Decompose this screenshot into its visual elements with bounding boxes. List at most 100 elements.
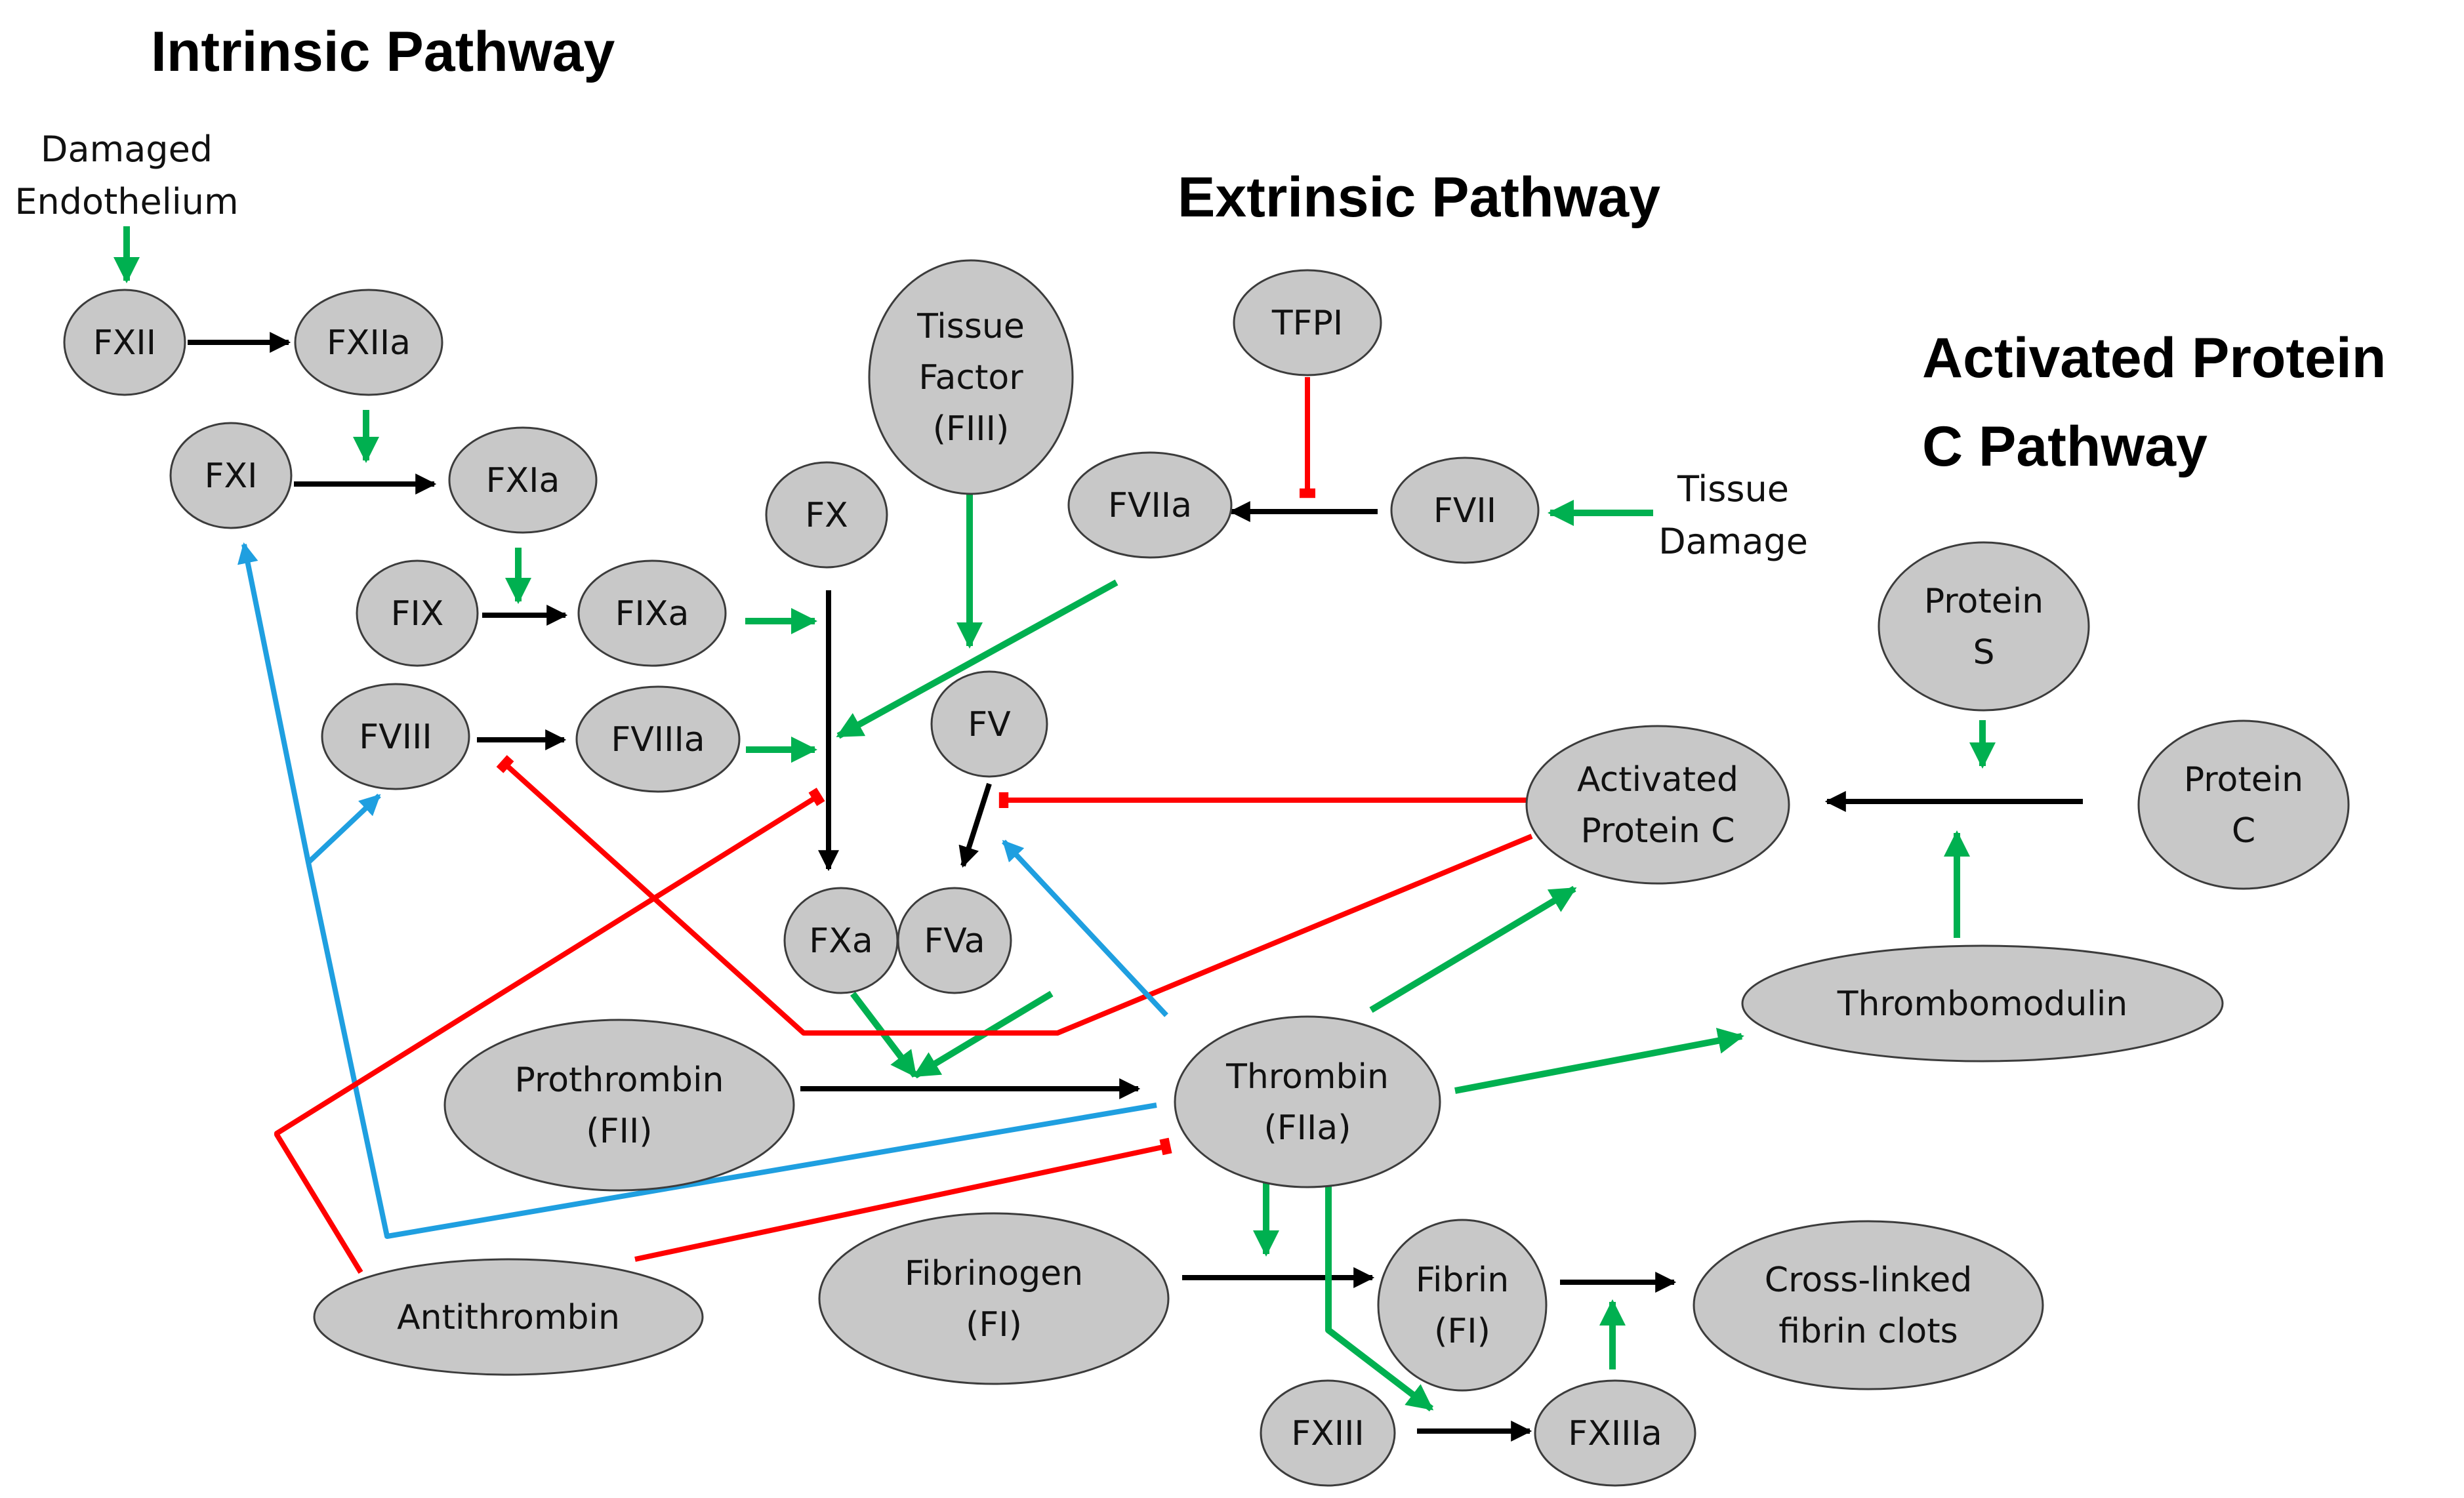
- node-shape: [1377, 1219, 1548, 1392]
- node-prothrombin: Prothrombin (FII): [443, 1019, 795, 1192]
- node-label: Antithrombin: [397, 1298, 620, 1337]
- node-fviiia: FVIIIa: [575, 685, 741, 793]
- damaged-endothelium-line1: Damaged: [41, 129, 213, 170]
- node-label: FXa: [809, 921, 873, 961]
- inhibition-edge: [634, 1137, 1172, 1262]
- damaged-endothelium-label: Damaged Endothelium: [14, 129, 238, 222]
- node-fibrin: Fibrin(FI): [1377, 1219, 1548, 1392]
- node-label: Prothrombin: [515, 1061, 724, 1100]
- node-label: fibrin clots: [1778, 1312, 1958, 1351]
- node-fv: FV: [930, 670, 1048, 778]
- node-fxiii: FXIII: [1260, 1379, 1396, 1487]
- thrombin-feedback-edge: [237, 542, 1157, 1239]
- node-label: FXI: [205, 456, 258, 496]
- node-shape: [1260, 1379, 1396, 1487]
- node-label: Thrombomodulin: [1837, 984, 2128, 1024]
- node-shape: [356, 559, 479, 667]
- node-label: FVIIa: [1108, 486, 1192, 525]
- node-shape: [1067, 451, 1233, 559]
- node-shape: [169, 422, 293, 529]
- node-shape: [575, 685, 741, 793]
- node-fixa: FIXa: [577, 559, 727, 667]
- node-label: C: [2232, 811, 2255, 851]
- node-label: FVIIIa: [611, 720, 705, 759]
- node-label: (FIII): [933, 409, 1010, 449]
- node-label: Tissue: [916, 307, 1025, 346]
- apc-pathway-heading-line1: Activated Protein: [1922, 327, 2386, 390]
- node-fxiiia: FXIIIa: [1534, 1379, 1696, 1487]
- node-label: Protein: [2184, 760, 2303, 800]
- node-shape: [897, 887, 1012, 994]
- node-antithrombin: Antithrombin: [313, 1258, 704, 1376]
- node-thrombomodulin: Thrombomodulin: [1741, 944, 2224, 1063]
- node-shape: [63, 289, 186, 396]
- node-label: FV: [968, 705, 1011, 744]
- node-fxia: FXIa: [448, 426, 598, 534]
- node-shape: [1741, 944, 2224, 1063]
- node-label: FIXa: [615, 594, 689, 634]
- node-shape: [294, 289, 443, 396]
- node-shape: [1233, 269, 1382, 376]
- node-shape: [1693, 1220, 2044, 1390]
- node-label: Protein: [1924, 582, 2043, 621]
- node-shape: [1878, 541, 2090, 712]
- node-shape: [321, 683, 470, 790]
- node-fx: FX: [765, 461, 888, 569]
- activation-edge: [836, 579, 1119, 739]
- node-fviii: FVIII: [321, 683, 470, 790]
- node-tfpi: TFPI: [1233, 269, 1382, 376]
- inhibition-edge: [496, 755, 1533, 1036]
- apc-pathway-heading-line2: C Pathway: [1922, 415, 2207, 478]
- thrombin-feedback-edge: [1002, 840, 1168, 1017]
- node-label: Protein C: [1580, 811, 1735, 851]
- node-shape: [930, 670, 1048, 778]
- node-fva: FVa: [897, 887, 1012, 994]
- node-fxii: FXII: [63, 289, 186, 396]
- node-label: FVII: [1433, 491, 1496, 531]
- node-label: FXII: [93, 323, 156, 363]
- node-thrombin: Thrombin(FIIa): [1174, 1015, 1441, 1188]
- node-fvii: FVII: [1390, 456, 1540, 564]
- node-label: TFPI: [1271, 304, 1343, 343]
- node-label: Fibrin: [1416, 1261, 1509, 1300]
- node-fxi: FXI: [169, 422, 293, 529]
- node-label: Activated: [1577, 760, 1738, 800]
- tissue-damage-line2: Damage: [1658, 521, 1808, 562]
- node-fxa: FXa: [783, 887, 899, 994]
- node-label: FX: [805, 496, 848, 535]
- activation-edge: [1454, 1028, 1744, 1094]
- node-shape: [818, 1212, 1170, 1385]
- tissue-damage-label: Tissue Damage: [1658, 468, 1808, 562]
- node-shape: [1534, 1379, 1696, 1487]
- node-shape: [765, 461, 888, 569]
- thrombin-feedback-edge: [306, 794, 381, 864]
- damaged-endothelium-line2: Endothelium: [14, 181, 238, 222]
- node-fxiia: FXIIa: [294, 289, 443, 396]
- node-label: FIX: [391, 594, 444, 634]
- node-fviia: FVIIa: [1067, 451, 1233, 559]
- node-label: FVa: [924, 921, 985, 961]
- tissue-damage-line1: Tissue: [1677, 468, 1789, 510]
- node-label: S: [1973, 633, 1994, 672]
- node-shape: [448, 426, 598, 534]
- node-label: (FI): [966, 1305, 1022, 1345]
- node-fix: FIX: [356, 559, 479, 667]
- node-label: (FII): [586, 1112, 652, 1151]
- extrinsic-pathway-heading: Extrinsic Pathway: [1178, 166, 1660, 229]
- node-label: FXIII: [1291, 1414, 1365, 1453]
- node-shape: [868, 259, 1074, 495]
- node-fibrinogen: Fibrinogen (FI): [818, 1212, 1170, 1385]
- node-shape: [577, 559, 727, 667]
- edges-layer: [113, 226, 2083, 1442]
- intrinsic-pathway-heading: Intrinsic Pathway: [151, 20, 615, 83]
- activation-edge: [1369, 885, 1577, 1013]
- node-label: Fibrinogen: [905, 1254, 1083, 1293]
- node-label: Factor: [918, 358, 1023, 397]
- node-shape: [313, 1258, 704, 1376]
- node-shape: [1390, 456, 1540, 564]
- node-label: FXIa: [486, 461, 560, 500]
